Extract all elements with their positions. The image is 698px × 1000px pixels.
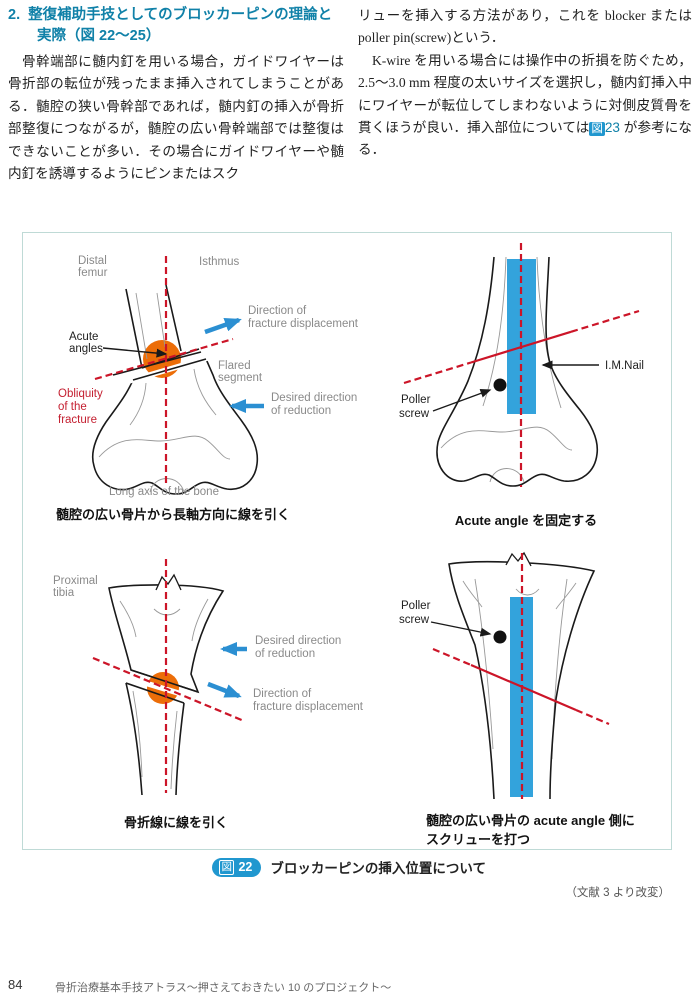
poller-pointer [430,621,492,637]
femur-distal-fragment [91,358,259,495]
heading-line1: 2. 整復補助手技としてのブロッカーピンの理論と [8,5,344,26]
displacement-arrow [204,317,242,335]
label-obliquity: Obliquity [58,388,103,400]
caption-d1: 髄腔の広い骨片から長軸方向に線を引く [56,507,291,522]
tibia-distal-fragment-stroke [125,682,185,796]
right-paragraph-2: K-wire を用いる場合には操作中の折損を防ぐため，2.5〜3.0 mm 程度… [358,50,692,162]
figure-credit: （文献 3 より改変） [565,887,670,899]
obliquity-line-solid [470,330,572,364]
bone-interior-lines [462,578,577,760]
femur-outline-stroke [436,256,599,487]
label-proximal-tibia: Proximal [53,575,98,587]
section-heading: 2. 整復補助手技としてのブロッカーピンの理論と 実際（図 22〜25） [8,5,344,47]
label-displacement: Direction of [253,688,312,700]
label-distal-femur-2: femur [78,267,108,279]
diagram-distal-femur-fracture: Distal femur Isthmus Acute angles Flared… [58,255,359,498]
diagram-proximal-tibia-nail: Poller screw [399,551,610,800]
diagram-distal-femur-nail: Poller screw I.M.Nail [399,243,644,487]
tibia-distal-fragment-fill [126,683,184,795]
label-distal-femur: Distal [78,255,107,267]
fracture-edges [125,669,199,704]
acute-angle-pointer [102,347,168,358]
fracture-obliquity-line [94,337,234,381]
tibial-spines [155,573,182,591]
caption-d4-line2: スクリューを打つ [426,832,531,847]
label-acute-angles: Acute [69,331,98,343]
label-isthmus: Isthmus [199,256,240,268]
heading-number: 2. [8,7,21,23]
label-im-nail: I.M.Nail [605,360,644,372]
inline-figure-badge: 図 [589,122,605,137]
right-paragraph-1: リューを挿入する方法があり，これを blocker または poller pin… [358,8,692,46]
label-reduction-2: of reduction [255,648,315,660]
label-poller: Poller [401,600,431,612]
label-obliquity-2: of the [58,401,87,413]
caption-d4: 髄腔の広い骨片の acute angle 側に スクリューを打つ [426,811,635,849]
book-title: 骨折治療基本手技アトラス〜押さえておきたい 10 のプロジェクト〜 [55,982,392,994]
bone-interior-lines [119,598,209,790]
label-poller-2: screw [399,408,430,420]
label-flared-segment-2: segment [218,372,263,384]
heading-title: 整復補助手技としてのブロッカーピンの理論と [28,7,333,23]
bone-interior-lines [440,256,573,483]
left-paragraph: 骨幹端部に髄内釘を用いる場合，ガイドワイヤーは骨折部の転位が残ったまま挿入されて… [8,54,344,182]
fracture-gap [121,673,199,702]
label-reduction-2: of reduction [271,405,331,417]
label-obliquity-3: fracture [58,414,97,426]
fracture-line-solid [470,663,577,712]
figure-22-panel: Distal femur Isthmus Acute angles Flared… [22,232,672,850]
right-column: リューを挿入する方法があり，これを blocker または poller pin… [358,5,692,162]
displacement-arrow [207,681,242,699]
fracture-edges [112,284,207,381]
label-poller: Poller [401,394,431,406]
label-poller-2: screw [399,614,430,626]
label-acute-angles-2: angles [69,343,103,355]
label-reduction: Desired direction [271,392,357,404]
label-proximal-tibia-2: tibia [53,587,75,599]
fracture-line [92,656,245,723]
label-reduction: Desired direction [255,635,341,647]
poller-screw-dot [493,630,507,644]
figure-caption-text: ブロッカーピンの挿入位置について [270,861,486,876]
label-long-axis: Long axis of the bone [109,486,219,498]
label-displacement: Direction of [248,305,307,317]
caption-d3: 骨折線に線を引く [123,815,228,830]
caption-d4-line1: 髄腔の広い骨片の acute angle 側に [426,813,635,828]
caption-d2: Acute angle を固定する [454,513,598,528]
right-paragraph-2-tail: が参考になる． [358,120,692,158]
heading-line2: 実際（図 22〜25） [37,28,161,44]
inline-figure-number: 23 [604,120,624,136]
poller-screw-dot [493,378,507,392]
page-number: 84 [8,977,23,992]
label-displacement-2: fracture displacement [253,701,364,713]
tibial-spines [505,551,532,567]
figure-badge-kanji: 図 [218,859,235,875]
label-flared-segment: Flared [218,360,251,372]
diagram-proximal-tibia-fracture: Proximal tibia Desired direction of redu… [53,559,364,796]
right-paragraph-2-text: K-wire を用いる場合には操作中の折損を防ぐため，2.5〜3.0 mm 程度… [358,52,692,136]
figure-badge-number: 22 [238,860,253,874]
left-column: 2. 整復補助手技としてのブロッカーピンの理論と 実際（図 22〜25） 骨幹端部… [8,5,344,185]
bone-interior-lines [98,292,231,493]
label-displacement-2: fracture displacement [248,318,359,330]
poller-pointer [432,389,492,412]
obliquity-line-dashed [403,309,640,385]
fracture-line-dashed [432,647,610,726]
